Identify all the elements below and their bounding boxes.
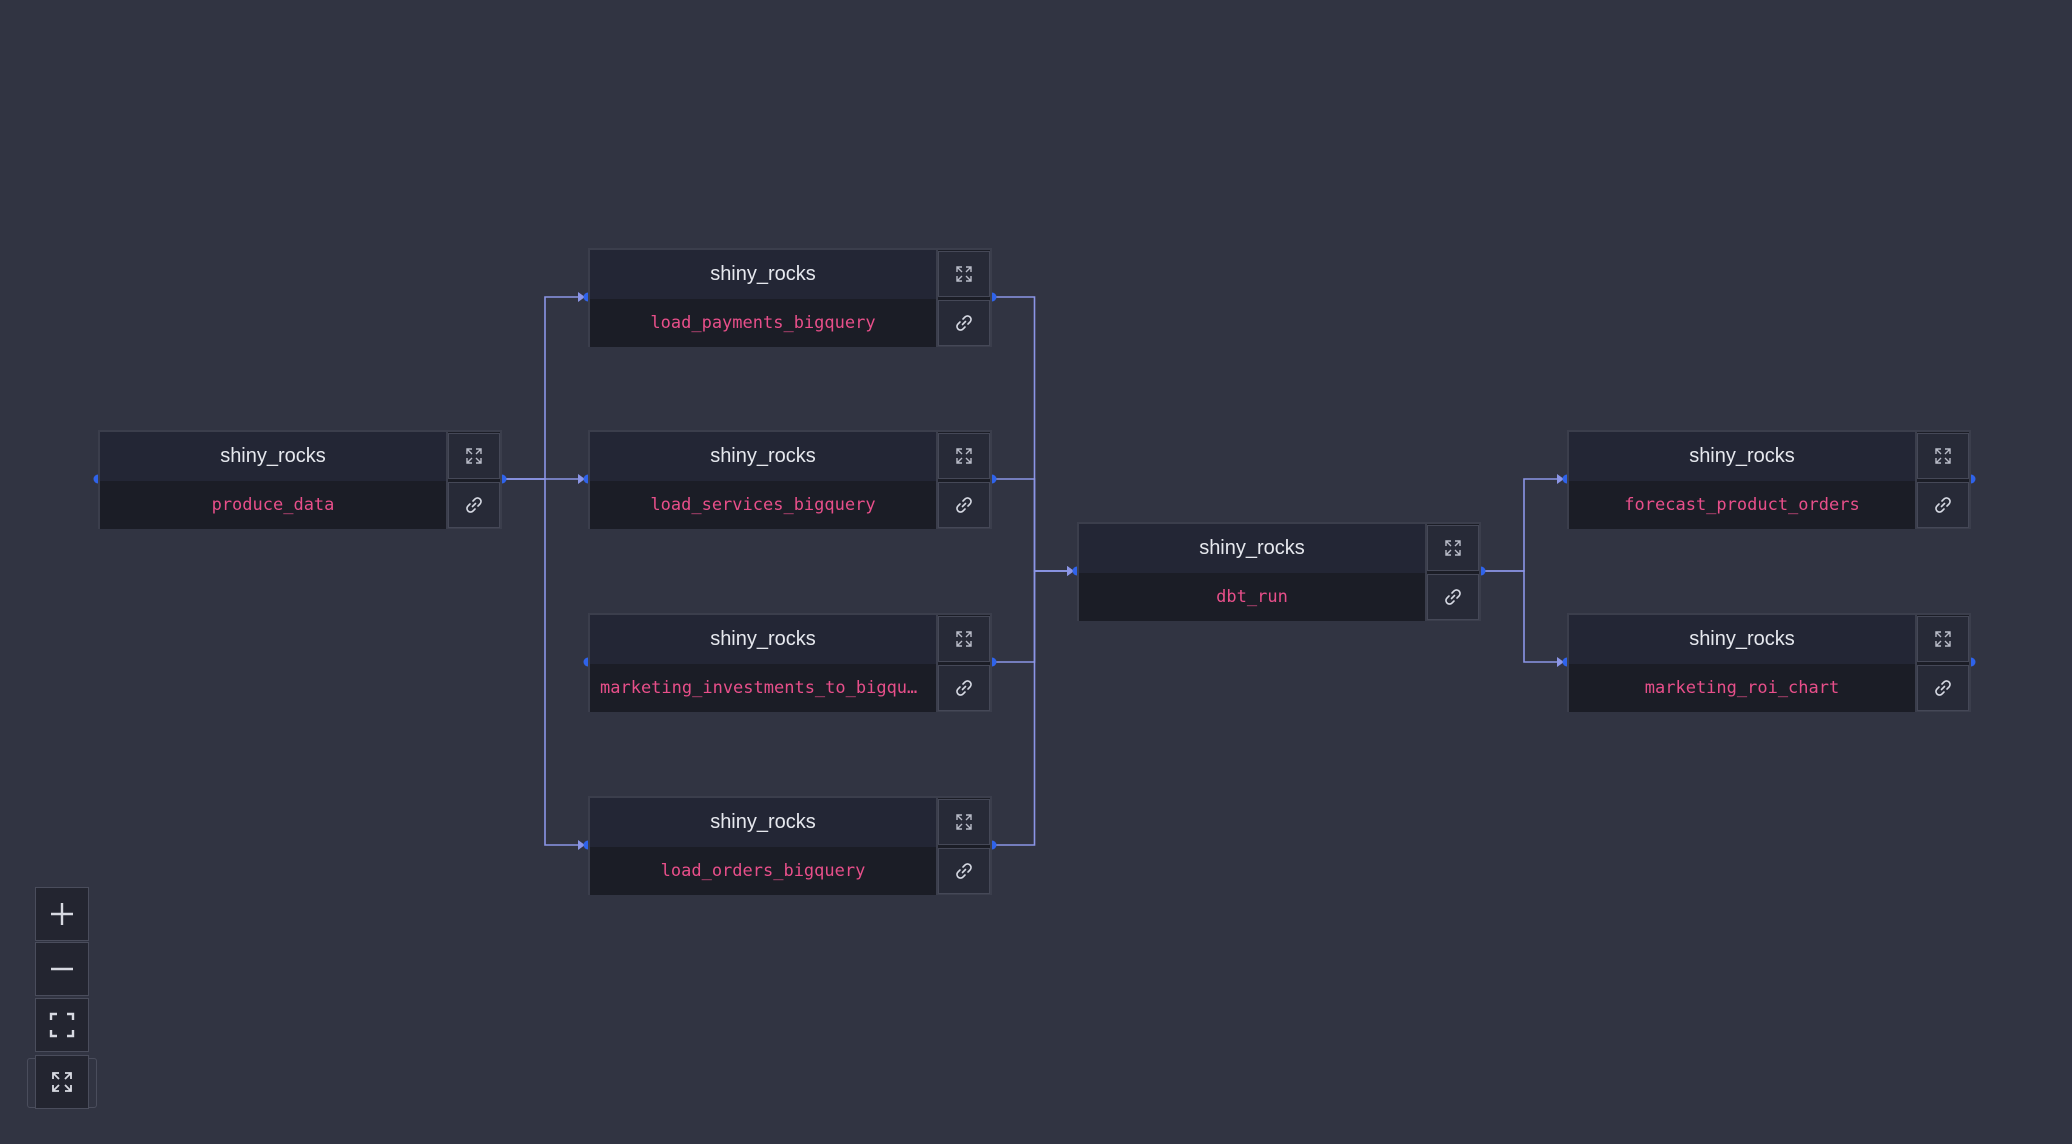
node-project-label: shiny_rocks — [590, 798, 936, 847]
node-task-name: load_payments_bigquery — [590, 299, 936, 347]
node-task-name: produce_data — [100, 481, 446, 529]
expand-icon[interactable] — [938, 251, 990, 297]
expand-icon[interactable] — [938, 799, 990, 845]
zoom-out-button[interactable] — [35, 942, 89, 996]
edge-arrow-icon — [1067, 566, 1074, 576]
node-project-label: shiny_rocks — [1079, 524, 1425, 573]
edge-load_orders_bigquery-to-dbt_run — [992, 570, 1071, 846]
task-node-dbt-run[interactable]: shiny_rocks dbt_run — [1077, 522, 1481, 621]
edge-arrow-icon — [1557, 474, 1564, 484]
link-icon[interactable] — [448, 482, 500, 528]
edge-arrow-icon — [1557, 657, 1564, 667]
expand-icon — [52, 1072, 72, 1092]
node-task-name: dbt_run — [1079, 573, 1425, 621]
node-project-label: shiny_rocks — [100, 432, 446, 481]
expand-all-button[interactable] — [35, 1055, 89, 1109]
task-node-load-services-bigquery[interactable]: shiny_rocks load_services_bigquery — [588, 430, 992, 529]
edge-load_services_bigquery-to-dbt_run — [992, 478, 1071, 572]
edge-arrow-icon — [1067, 566, 1074, 576]
expand-icon[interactable] — [1917, 433, 1969, 479]
node-project-label: shiny_rocks — [590, 250, 936, 299]
edge-arrow-icon — [578, 840, 585, 850]
task-node-load-payments-bigquery[interactable]: shiny_rocks load_payments_bigquery — [588, 248, 992, 347]
minus-icon — [51, 967, 73, 971]
task-node-load-orders-bigquery[interactable]: shiny_rocks load_orders_bigquery — [588, 796, 992, 895]
node-task-name: forecast_product_orders — [1569, 481, 1915, 529]
task-node-forecast-product-orders[interactable]: shiny_rocks forecast_product_orders — [1567, 430, 1971, 529]
edge-arrow-icon — [1067, 566, 1074, 576]
expand-icon[interactable] — [938, 433, 990, 479]
node-project-label: shiny_rocks — [590, 615, 936, 664]
node-project-label: shiny_rocks — [590, 432, 936, 481]
zoom-in-button[interactable] — [35, 887, 89, 941]
fit-view-button[interactable] — [35, 998, 89, 1052]
edge-arrow-icon — [578, 292, 585, 302]
node-task-name: marketing_investments_to_bigquery — [590, 664, 936, 712]
edge-produce_data-to-load_payments_bigquery — [502, 296, 582, 480]
expand-icon[interactable] — [1917, 616, 1969, 662]
node-task-name: marketing_roi_chart — [1569, 664, 1915, 712]
link-icon[interactable] — [1917, 665, 1969, 711]
task-node-marketing-investments-to-bigquery[interactable]: shiny_rocks marketing_investments_to_big… — [588, 613, 992, 712]
edge-dbt_run-to-marketing_roi_chart — [1481, 570, 1561, 663]
plus-icon — [51, 903, 73, 925]
node-task-name: load_services_bigquery — [590, 481, 936, 529]
node-project-label: shiny_rocks — [1569, 432, 1915, 481]
link-icon[interactable] — [938, 300, 990, 346]
expand-icon[interactable] — [1427, 525, 1479, 571]
edge-load_payments_bigquery-to-dbt_run — [992, 296, 1071, 572]
node-task-name: load_orders_bigquery — [590, 847, 936, 895]
task-node-marketing-roi-chart[interactable]: shiny_rocks marketing_roi_chart — [1567, 613, 1971, 712]
link-icon[interactable] — [1917, 482, 1969, 528]
edge-marketing_investments_to_bigquery-to-dbt_run — [992, 570, 1071, 663]
link-icon[interactable] — [938, 665, 990, 711]
expand-icon[interactable] — [938, 616, 990, 662]
task-node-produce-data[interactable]: shiny_rocks produce_data — [98, 430, 502, 529]
fullscreen-icon — [49, 1012, 75, 1038]
link-icon[interactable] — [938, 482, 990, 528]
edge-arrow-icon — [578, 474, 585, 484]
edge-produce_data-to-load_orders_bigquery — [502, 478, 582, 846]
link-icon[interactable] — [1427, 574, 1479, 620]
node-project-label: shiny_rocks — [1569, 615, 1915, 664]
edge-arrow-icon — [1067, 566, 1074, 576]
link-icon[interactable] — [938, 848, 990, 894]
expand-icon[interactable] — [448, 433, 500, 479]
edge-dbt_run-to-forecast_product_orders — [1481, 478, 1561, 572]
